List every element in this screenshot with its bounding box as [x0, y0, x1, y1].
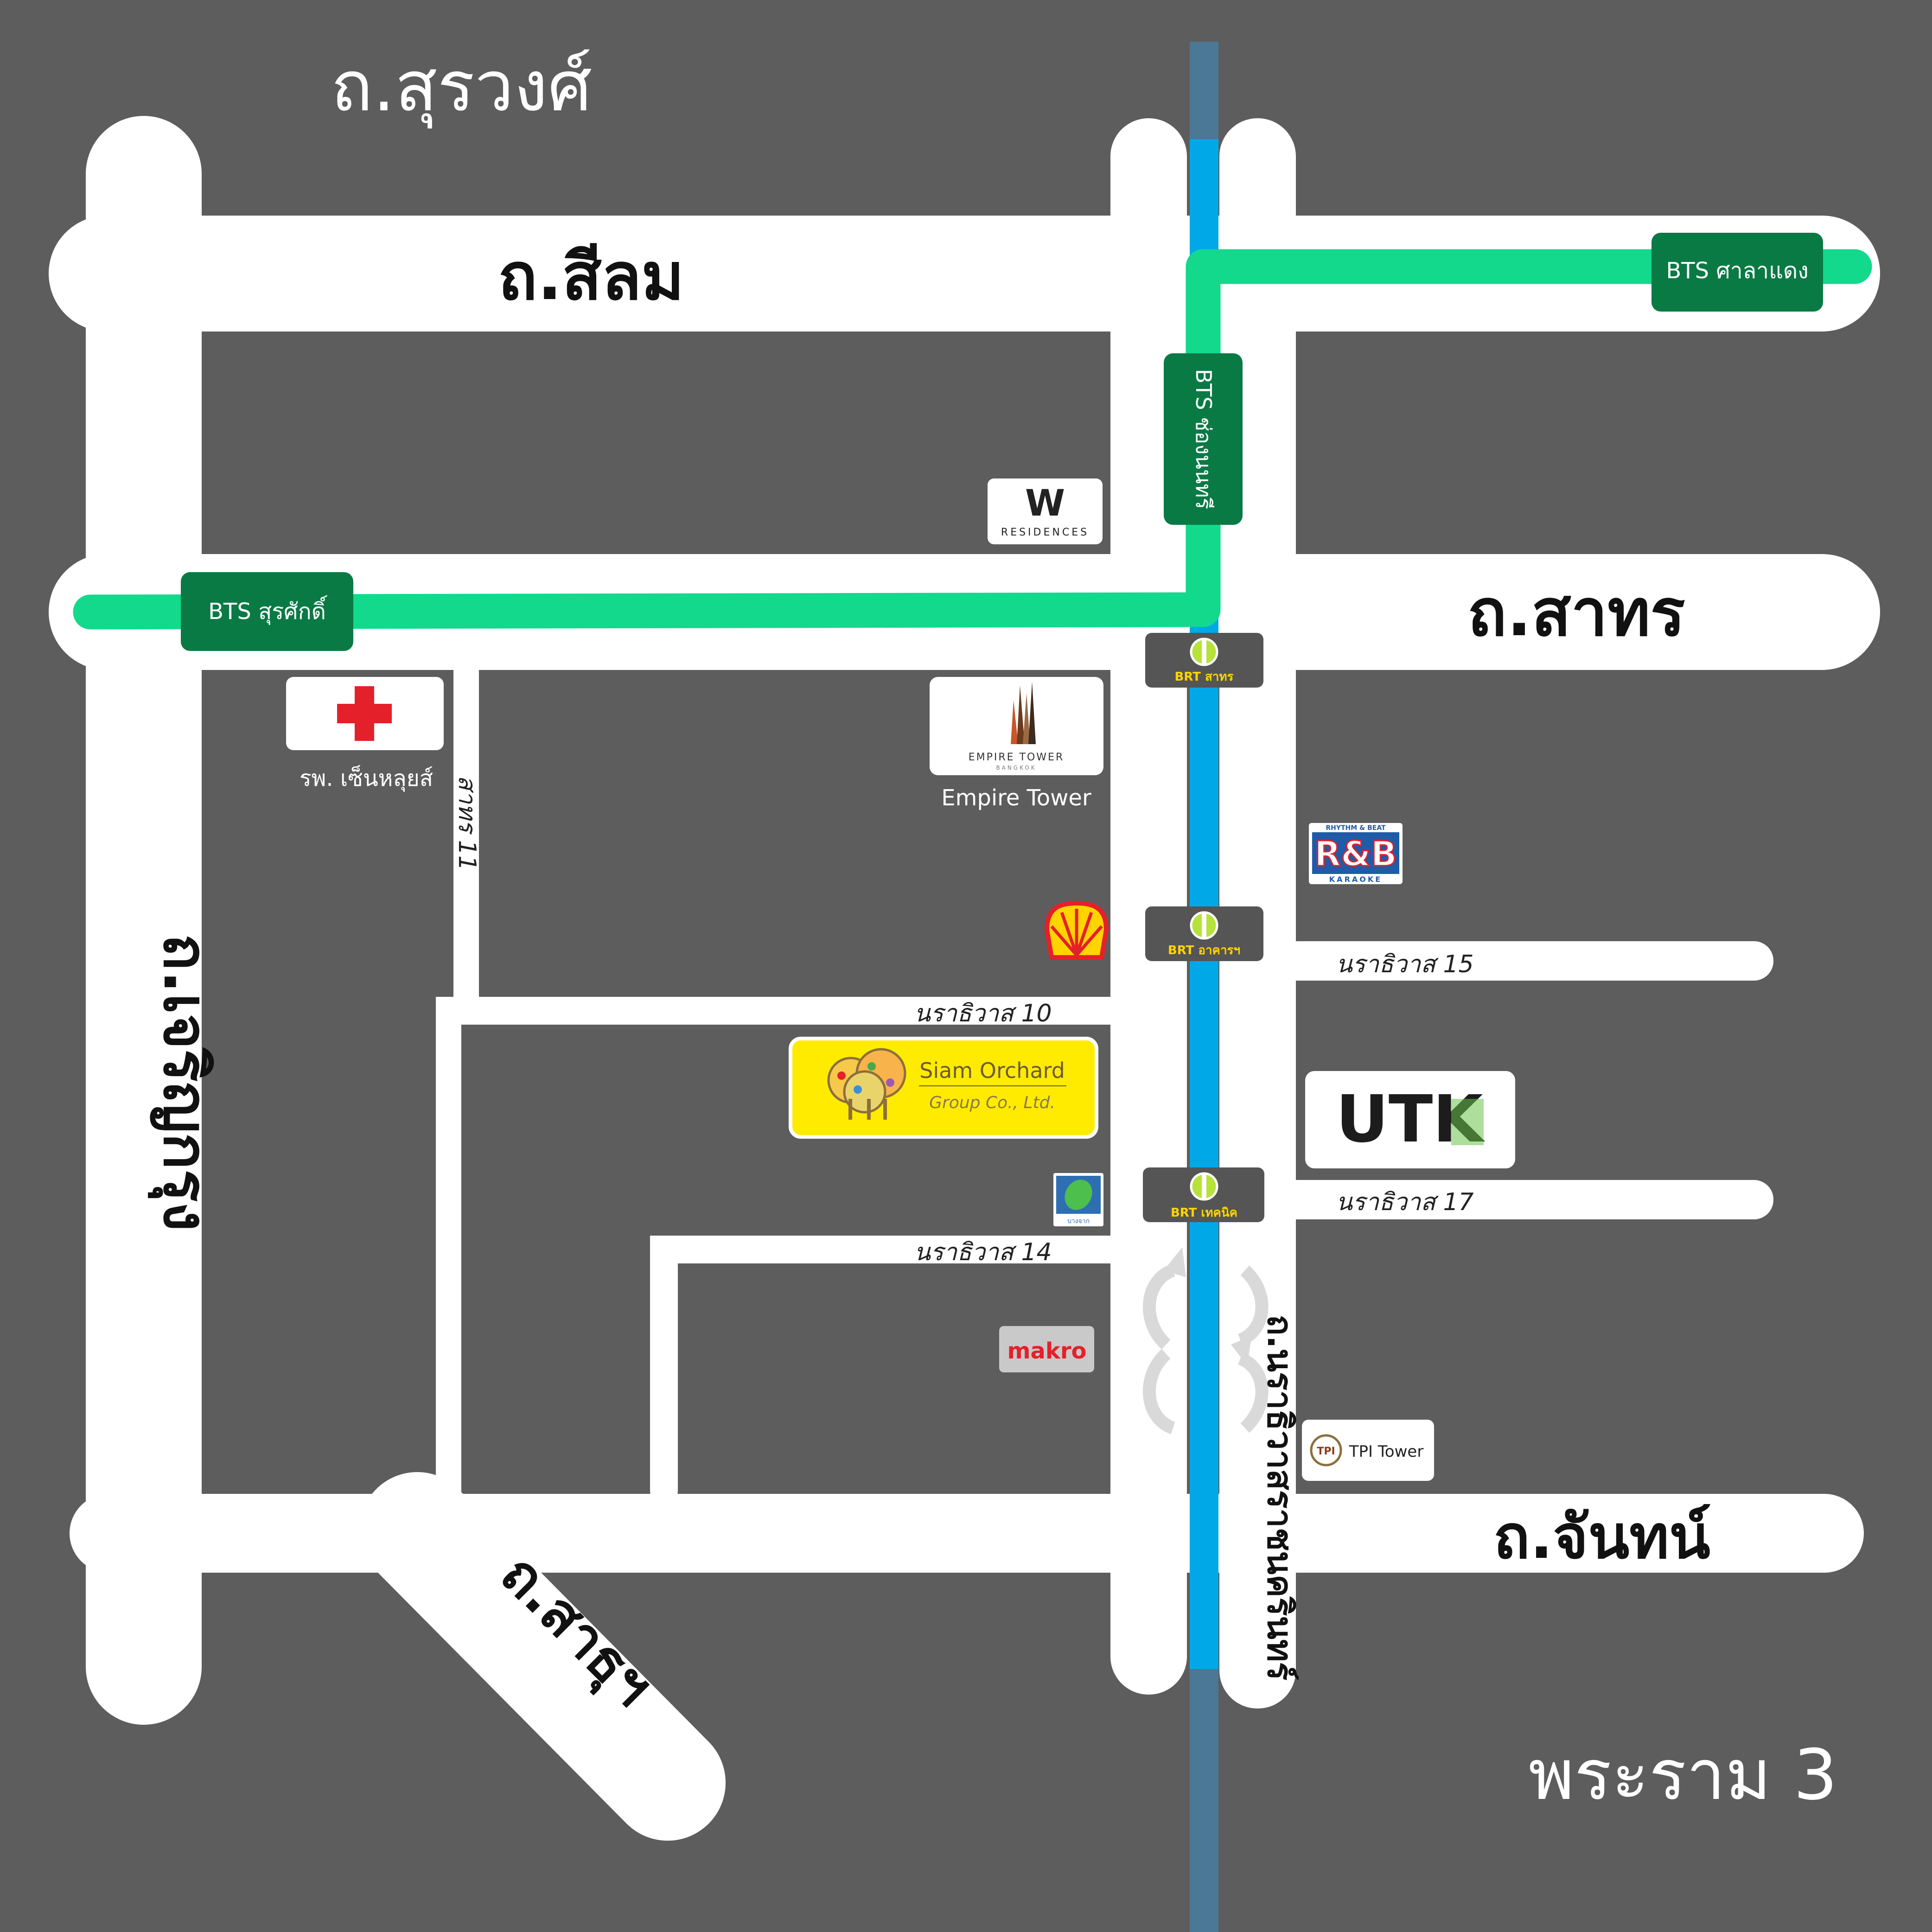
road-label-chan: ถ.จันทน์ [1493, 1502, 1710, 1572]
landmark-makro[interactable]: makro [999, 1326, 1094, 1372]
svg-text:Empire Tower: Empire Tower [941, 785, 1091, 811]
soi-label-naradhiwas-10: นราธิวาส 10 [914, 1000, 1052, 1027]
bts-station-surasak[interactable]: BTS สุรศักดิ์ [181, 572, 353, 651]
district-label-surawong: ถ.สุรวงศ์ [331, 46, 592, 129]
road-silom [49, 216, 1880, 332]
road-naradhiwas-14 [650, 1236, 1121, 1263]
road-charoen-krung [86, 116, 202, 1725]
shell-station-icon[interactable] [1044, 900, 1109, 960]
svg-text:W: W [1025, 483, 1065, 524]
road-soi-10-vertical [436, 997, 461, 1507]
road-soi-14-vertical [650, 1236, 678, 1505]
road-sathu-pradit [359, 1472, 726, 1841]
district-label-rama-3: พระราม 3 [1529, 1735, 1838, 1816]
bts-station-sala-daeng[interactable]: BTS ศาลาแดง [1651, 233, 1823, 312]
road-label-sathorn: ถ.สาทร [1467, 575, 1685, 651]
svg-text:EMPIRE TOWER: EMPIRE TOWER [969, 752, 1065, 763]
landmark-empire-tower[interactable]: EMPIRE TOWER BANGKOK Empire Tower [930, 677, 1103, 811]
road-sathorn-11 [453, 658, 479, 1006]
svg-text:RHYTHM & BEAT: RHYTHM & BEAT [1326, 824, 1386, 832]
brt-station-technic[interactable]: BRT เทคนิค [1143, 1167, 1264, 1222]
svg-text:Siam Orchard: Siam Orchard [919, 1058, 1065, 1083]
tpi-badge-icon [1310, 1434, 1342, 1467]
road-label-naradhiwas: ถ.นราธิวาสราชนครินทร์ [1260, 1315, 1300, 1681]
landmark-siam-orchard[interactable]: Siam Orchard Group Co., Ltd. [789, 1037, 1098, 1139]
landmark-rb-karaoke[interactable]: RHYTHM & BEAT R&B KARAOKE [1309, 823, 1403, 884]
svg-text:R&B: R&B [1314, 834, 1397, 874]
bts-station-chong-nonsi[interactable]: BTS ช่องนนทรี [1164, 353, 1243, 525]
brt-station-sathorn[interactable]: BRT สาทร [1145, 633, 1263, 688]
landmark-tpi-tower[interactable]: TPI TPI Tower [1302, 1420, 1434, 1481]
road-naradhiwas-10 [436, 997, 1122, 1025]
soi-label-naradhiwas-15: นราธิวาส 15 [1336, 950, 1473, 978]
svg-text:TPI Tower: TPI Tower [1349, 1442, 1424, 1461]
bangchak-station-icon[interactable]: บางจาก [1053, 1173, 1103, 1226]
soi-label-naradhiwas-14: นราธิวาส 14 [914, 1238, 1052, 1266]
svg-text:BRT เทคนิค: BRT เทคนิค [1171, 1206, 1237, 1220]
soi-label-naradhiwas-17: นราธิวาส 17 [1336, 1188, 1473, 1216]
road-label-charoen-krung: ถ.เจริญกรุง [147, 934, 221, 1231]
svg-text:BRT สาทร: BRT สาทร [1174, 670, 1233, 684]
road-naradhiwas-15 [1261, 941, 1773, 981]
svg-text:BTS ช่องนนทรี: BTS ช่องนนทรี [1191, 369, 1216, 510]
tree-logo-icon [827, 1048, 906, 1120]
road-network [49, 116, 1880, 1841]
u-turn-arrows [1142, 1247, 1269, 1435]
landmark-w-residences[interactable]: W RESIDENCES [988, 478, 1103, 544]
svg-text:TPI: TPI [1317, 1446, 1335, 1457]
empire-tower-logo-icon [1011, 682, 1036, 744]
road-label-silom: ถ.สีลม [498, 239, 684, 315]
svg-text:RESIDENCES: RESIDENCES [1001, 527, 1089, 538]
soi-label-sathorn-11: สาทร 11 [453, 775, 481, 871]
u-turn-arrow-head-down-icon [1231, 1335, 1252, 1365]
svg-text:BTS ศาลาแดง: BTS ศาลาแดง [1666, 258, 1808, 284]
utk-accent-icon [1451, 1099, 1484, 1145]
road-naradhiwas-17 [1261, 1180, 1773, 1219]
svg-text:บางจาก: บางจาก [1067, 1218, 1090, 1225]
landmark-utk[interactable]: UTK [1305, 1071, 1515, 1168]
svg-text:makro: makro [1007, 1338, 1087, 1364]
brt-station-arkan[interactable]: BRT อาคารฯ [1145, 906, 1263, 961]
svg-text:BANGKOK: BANGKOK [996, 765, 1036, 771]
red-cross-icon [337, 686, 392, 741]
svg-text:KARAOKE: KARAOKE [1329, 875, 1382, 884]
svg-text:BRT อาคารฯ: BRT อาคารฯ [1168, 944, 1240, 957]
landmark-hospital[interactable]: รพ. เซ็นหลุยส์ [286, 677, 444, 792]
svg-text:BTS สุรศักดิ์: BTS สุรศักดิ์ [208, 595, 328, 625]
u-turn-arrow-head-up-icon [1164, 1247, 1186, 1277]
svg-text:Group Co., Ltd.: Group Co., Ltd. [929, 1093, 1055, 1112]
svg-text:รพ. เซ็นหลุยส์: รพ. เซ็นหลุยส์ [300, 765, 433, 792]
